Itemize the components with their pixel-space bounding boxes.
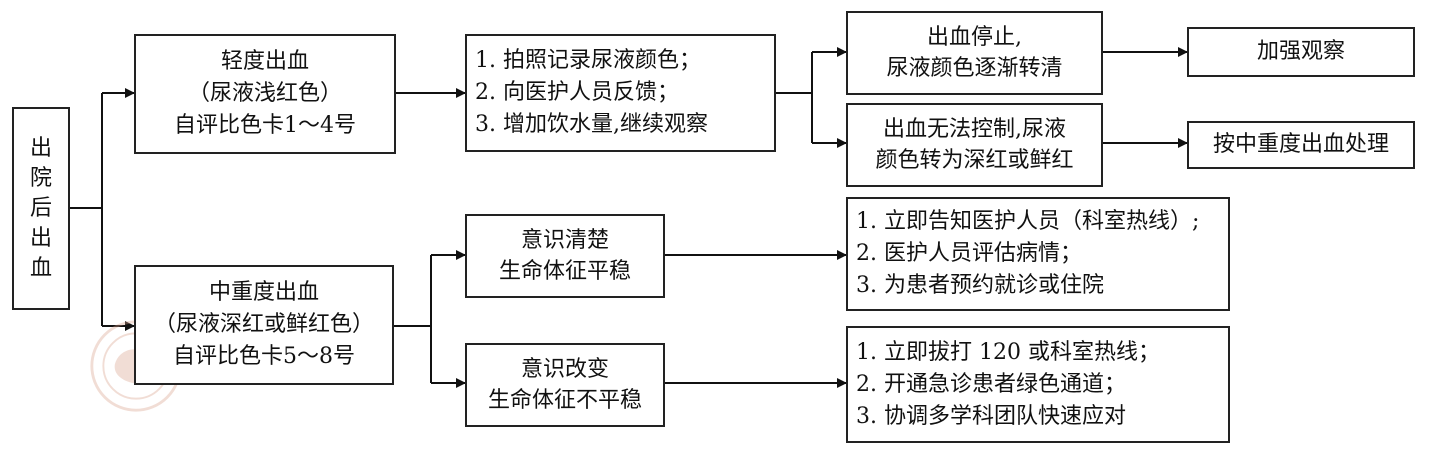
box-line: 2. 开通急诊患者绿色通道； — [856, 371, 1126, 397]
bleeding-uncontrolled-box: 出血无法控制,尿液 颜色转为深红或鲜红 — [846, 103, 1103, 187]
box-line: 颜色转为深红或鲜红 — [875, 148, 1074, 173]
box-line: 自评比色卡5～8号 — [173, 344, 355, 369]
box-line: 1. 立即告知医护人员（科室热线）; — [856, 209, 1200, 234]
root-char: 院 — [29, 165, 52, 191]
box-line: 中重度出血 — [208, 280, 319, 305]
root-char: 出 — [29, 225, 52, 251]
box-line: 尿液颜色逐渐转清 — [886, 56, 1063, 81]
altered-unstable-box: 意识改变 生命体征不平稳 — [465, 343, 665, 427]
severe-bleeding-box: 中重度出血 （尿液深红或鲜红色） 自评比色卡5～8号 — [134, 265, 394, 385]
mild-actions-box: 1. 拍照记录尿液颜色； 2. 向医护人员反馈； 3. 增加饮水量,继续观察 — [465, 34, 776, 152]
conscious-actions-box: 1. 立即告知医护人员（科室热线）; 2. 医护人员评估病情； 3. 为患者预约… — [846, 197, 1230, 311]
root-char: 血 — [29, 255, 52, 281]
box-line: 1. 立即拔打 120 或科室热线； — [856, 339, 1160, 365]
box-line: 意识清楚 — [520, 228, 609, 253]
root-char: 出 — [29, 135, 52, 161]
box-line: 1. 拍照记录尿液颜色； — [475, 48, 701, 73]
treat-as-severe-box: 按中重度出血处理 — [1187, 121, 1415, 169]
box-line: 生命体征平稳 — [498, 259, 631, 284]
box-line: 出血停止, — [927, 25, 1022, 50]
box-line: 生命体征不平稳 — [487, 388, 642, 413]
box-line: 按中重度出血处理 — [1212, 132, 1389, 157]
altered-actions-box: 1. 立即拔打 120 或科室热线； 2. 开通急诊患者绿色通道； 3. 协调多… — [846, 326, 1230, 443]
box-line: 3. 协调多学科团队快速应对 — [856, 403, 1126, 429]
box-line: 3. 为患者预约就诊或住院 — [856, 273, 1104, 298]
box-line: 2. 医护人员评估病情； — [856, 241, 1082, 266]
box-line: （尿液浅红色） — [187, 81, 342, 106]
bleeding-stopped-box: 出血停止, 尿液颜色逐渐转清 — [846, 11, 1103, 95]
box-line: 自评比色卡1～4号 — [174, 113, 356, 138]
box-line: 意识改变 — [520, 357, 609, 382]
enhanced-observation-box: 加强观察 — [1187, 27, 1415, 77]
box-line: 轻度出血 — [220, 49, 309, 74]
box-line: 出血无法控制,尿液 — [883, 117, 1066, 142]
box-line: 3. 增加饮水量,继续观察 — [475, 112, 708, 137]
conscious-stable-box: 意识清楚 生命体征平稳 — [465, 214, 665, 298]
root-box: 出 院 后 出 血 — [12, 107, 70, 310]
root-char: 后 — [29, 195, 52, 221]
mild-bleeding-box: 轻度出血 （尿液浅红色） 自评比色卡1～4号 — [134, 34, 396, 154]
box-line: 2. 向医护人员反馈； — [475, 80, 679, 105]
box-line: 加强观察 — [1256, 39, 1345, 64]
box-line: （尿液深红或鲜红色） — [153, 312, 374, 337]
